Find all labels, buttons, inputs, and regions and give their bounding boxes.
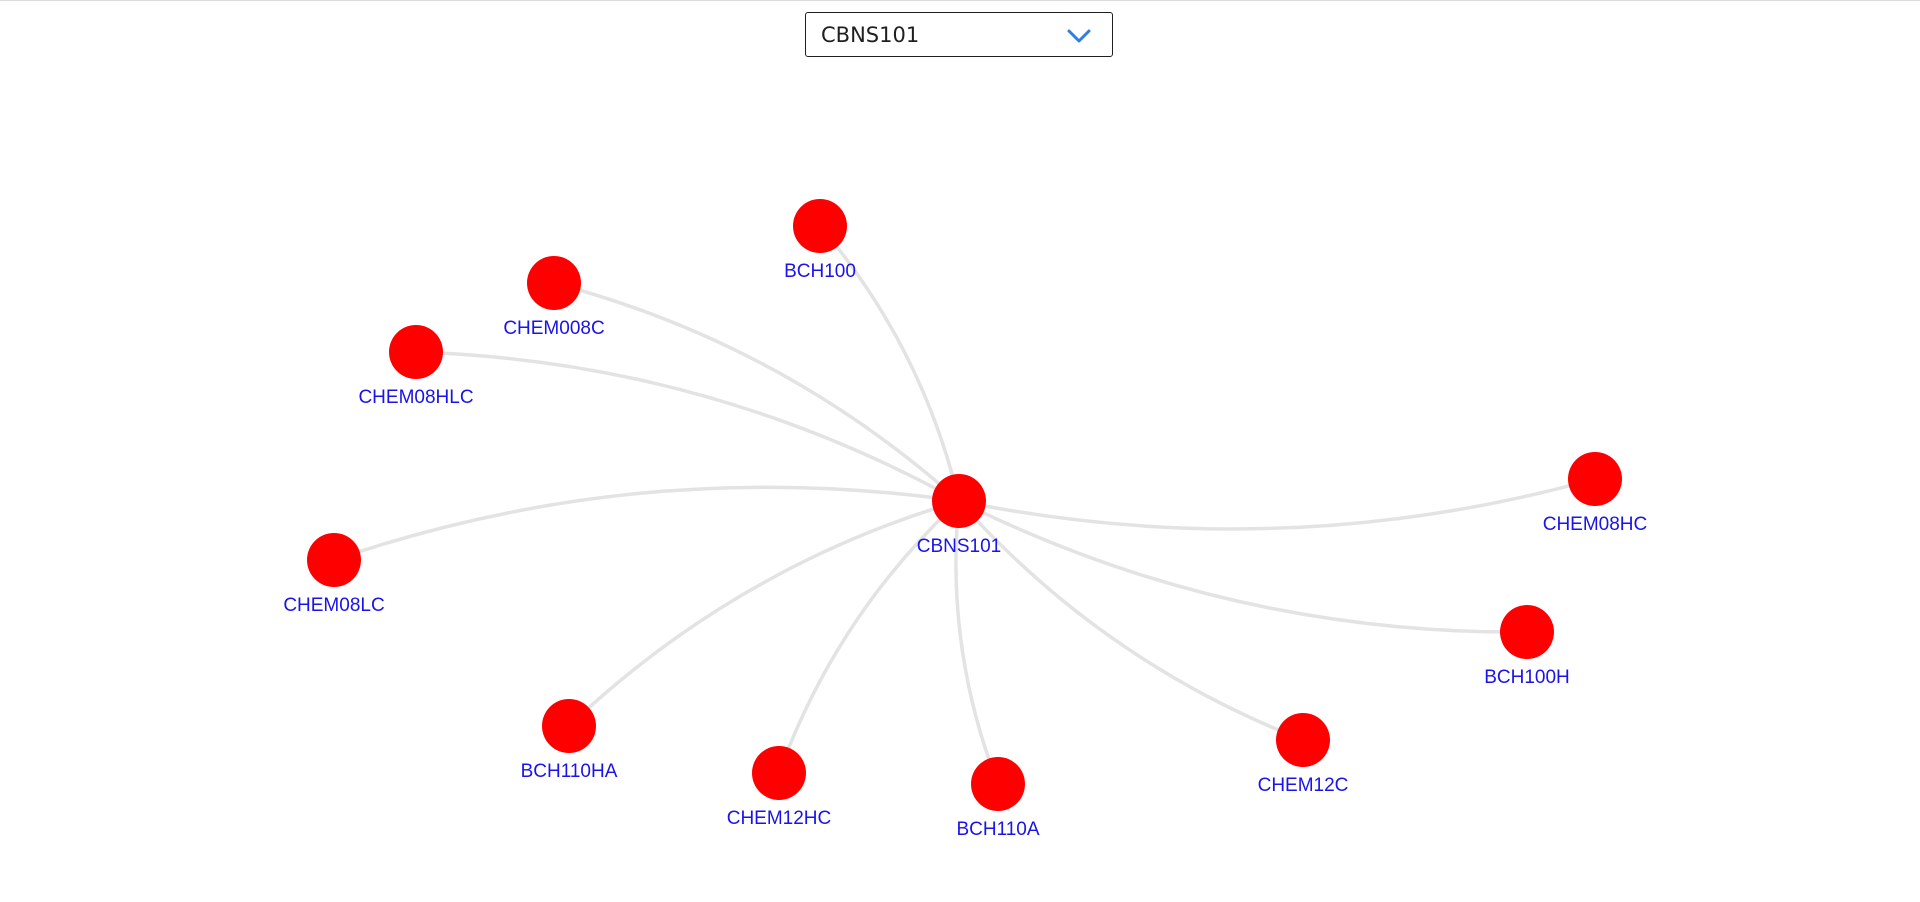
node-chem008c[interactable]: CHEM008C bbox=[503, 256, 605, 339]
node-chem08hlc[interactable]: CHEM08HLC bbox=[358, 325, 474, 408]
edge-cbns101-bch110a bbox=[954, 500, 1000, 785]
node-cbns101[interactable]: CBNS101 bbox=[917, 474, 1002, 557]
node-chem12hc[interactable]: CHEM12HC bbox=[727, 746, 832, 829]
node-chem08hc[interactable]: CHEM08HC bbox=[1543, 452, 1648, 535]
edge-cbns101-chem008c bbox=[553, 281, 961, 503]
edge-cbns101-chem08hlc bbox=[415, 350, 960, 503]
node-bch100[interactable]: BCH100 bbox=[784, 199, 856, 282]
node-label-bch110a: BCH110A bbox=[956, 819, 1039, 840]
edge-cbns101-chem08lc bbox=[333, 485, 960, 562]
node-bch110ha[interactable]: BCH110HA bbox=[521, 699, 618, 782]
node-label-bch110ha: BCH110HA bbox=[521, 761, 618, 782]
node-label-chem12hc: CHEM12HC bbox=[727, 808, 832, 829]
node-label-bch100h: BCH100H bbox=[1484, 667, 1570, 688]
node-label-chem12c: CHEM12C bbox=[1258, 775, 1349, 796]
node-circle-chem08hc[interactable] bbox=[1568, 452, 1622, 506]
course-select[interactable]: CBNS101 bbox=[805, 12, 1113, 57]
node-circle-cbns101[interactable] bbox=[932, 474, 986, 528]
node-bch100h[interactable]: BCH100H bbox=[1484, 605, 1570, 688]
course-select-value: CBNS101 bbox=[821, 23, 920, 47]
node-circle-chem08lc[interactable] bbox=[307, 533, 361, 587]
edge-cbns101-chem12hc bbox=[777, 499, 961, 774]
node-circle-bch100h[interactable] bbox=[1500, 605, 1554, 659]
edge-cbns101-chem12c bbox=[957, 499, 1304, 742]
edge-cbns101-bch100h bbox=[958, 499, 1528, 634]
node-circle-chem12hc[interactable] bbox=[752, 746, 806, 800]
node-circle-bch110a[interactable] bbox=[971, 757, 1025, 811]
node-circle-chem12c[interactable] bbox=[1276, 713, 1330, 767]
node-circle-bch100[interactable] bbox=[793, 199, 847, 253]
edge-cbns101-chem08hc bbox=[958, 477, 1596, 531]
node-circle-chem008c[interactable] bbox=[527, 256, 581, 310]
node-chem12c[interactable]: CHEM12C bbox=[1258, 713, 1349, 796]
node-chem08lc[interactable]: CHEM08LC bbox=[283, 533, 385, 616]
node-label-chem08lc: CHEM08LC bbox=[283, 595, 384, 616]
chevron-down-icon[interactable] bbox=[1066, 28, 1092, 44]
node-label-chem08hc: CHEM08HC bbox=[1543, 514, 1648, 535]
edge-cbns101-bch100 bbox=[818, 224, 961, 502]
node-circle-bch110ha[interactable] bbox=[542, 699, 596, 753]
node-label-cbns101: CBNS101 bbox=[917, 536, 1002, 557]
node-bch110a[interactable]: BCH110A bbox=[956, 757, 1040, 840]
edge-cbns101-bch110ha bbox=[567, 499, 960, 728]
top-divider bbox=[0, 0, 1920, 1]
node-label-bch100: BCH100 bbox=[784, 261, 856, 282]
node-circle-chem08hlc[interactable] bbox=[389, 325, 443, 379]
edges-layer bbox=[333, 224, 1596, 785]
node-label-chem008c: CHEM008C bbox=[503, 318, 604, 339]
node-label-chem08hlc: CHEM08HLC bbox=[358, 387, 473, 408]
